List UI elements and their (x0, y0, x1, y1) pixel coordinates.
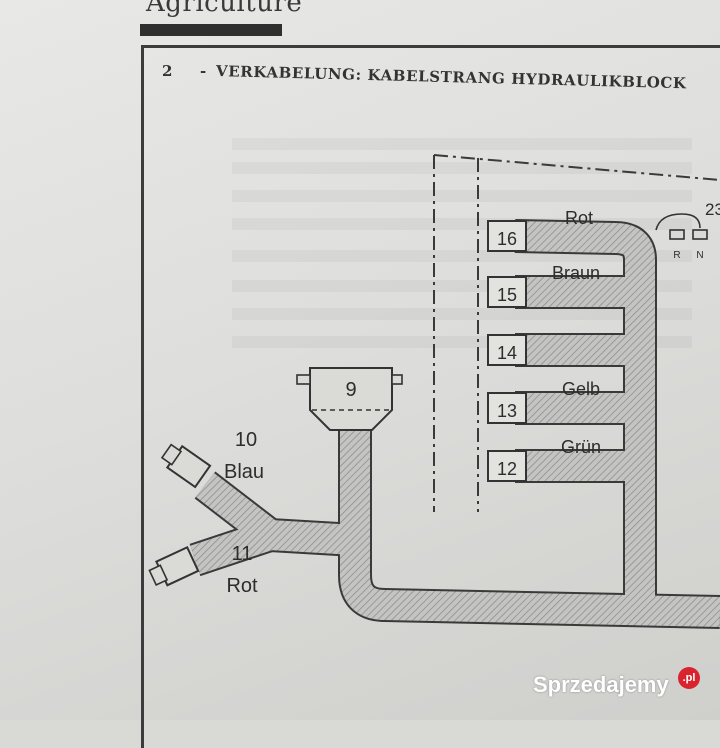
header-title: Agriculture (146, 0, 303, 18)
wire-label-rot-top: Rot (565, 208, 593, 228)
show-through-line (232, 162, 692, 174)
connector-14-label: 14 (497, 343, 517, 363)
wire-label-gruen: Grün (561, 437, 601, 457)
page-frame (141, 45, 720, 748)
wire-label-rot-bottom: Rot (226, 575, 258, 597)
connector-16-box (487, 220, 527, 252)
harness-bundle (189, 219, 720, 629)
connector-12-label: 12 (497, 459, 517, 479)
connector-9-label: 9 (345, 379, 356, 401)
show-through-line (232, 190, 692, 202)
connector-9 (296, 367, 403, 431)
watermark-brand: Sprzedajemy (533, 672, 669, 697)
terminal-r-label: R (673, 250, 680, 261)
connector-15-box (487, 276, 527, 308)
section-number: 2 (162, 62, 173, 80)
watermark-tld: .pl (678, 667, 700, 689)
connector-16-label: 16 (497, 229, 517, 249)
connector-13-label: 13 (497, 401, 517, 421)
show-through-line (232, 138, 692, 150)
connector-11-label: 11 (232, 543, 253, 565)
connector-23-label: 23 (705, 200, 720, 219)
wiring-diagram: 16 15 14 13 12 9 10 Blau 11 Rot Rot Brau… (148, 154, 720, 629)
connector-15-label: 15 (497, 285, 517, 305)
connector-boxes (487, 220, 527, 482)
wire-label-blau: Blau (224, 461, 264, 483)
connector-11-plug (148, 545, 200, 587)
section-dash: - (200, 62, 207, 80)
connector-23 (655, 213, 708, 240)
show-through-line (232, 308, 692, 320)
header-underline (140, 24, 282, 36)
wire-label-braun: Braun (552, 263, 600, 283)
wire-label-gelb: Gelb (562, 379, 600, 399)
connector-13-box (487, 392, 527, 424)
hydraulic-block-outline (433, 154, 720, 512)
connector-12-box (487, 450, 527, 482)
terminal-n-label: N (696, 250, 703, 261)
connector-10-plug (160, 443, 212, 489)
connector-14-box (487, 334, 527, 366)
connector-10-label: 10 (235, 429, 257, 451)
